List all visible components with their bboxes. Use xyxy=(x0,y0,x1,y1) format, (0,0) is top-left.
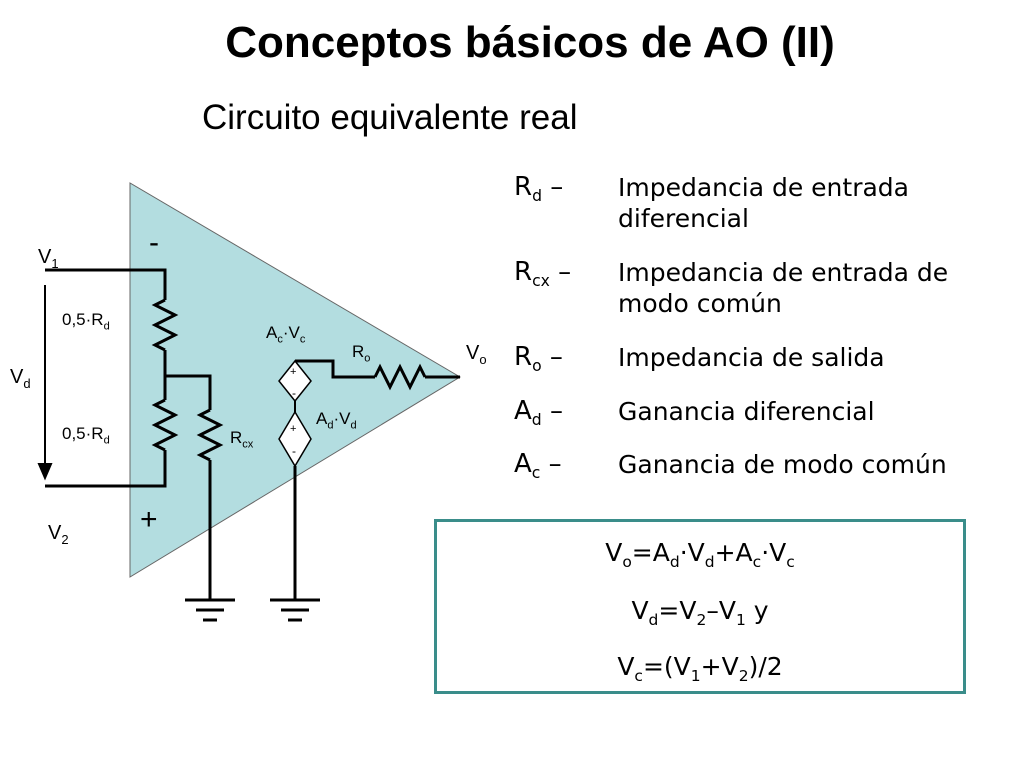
def-text-ac: Ganancia de modo común xyxy=(618,450,947,479)
ground-right xyxy=(270,598,320,622)
source-ad-plus: + xyxy=(290,423,297,435)
label-ad-vd: Ad·Vd xyxy=(316,409,357,432)
def-text-rd: Impedancia de entrada diferencial xyxy=(618,173,909,233)
label-vo: Vo xyxy=(466,342,487,367)
resistor-rd-top xyxy=(151,298,179,352)
def-text-rcx: Impedancia de entrada de modo común xyxy=(618,258,949,318)
def-text-ad: Ganancia diferencial xyxy=(618,397,875,426)
resistor-rcx xyxy=(196,408,224,462)
minus-input-sign: - xyxy=(149,226,159,259)
slide-subtitle: Circuito equivalente real xyxy=(202,98,578,137)
source-ac-plus: + xyxy=(290,366,297,378)
label-ac-vc: Ac·Vc xyxy=(266,323,306,346)
resistor-rd-bottom xyxy=(151,398,179,452)
equation-vd: Vd=V2–V1 y xyxy=(631,596,769,629)
wire-v1 xyxy=(45,268,167,300)
label-vd: Vd xyxy=(10,366,31,391)
label-v2: V2 xyxy=(48,522,69,547)
def-symbol-ac: Ac – xyxy=(514,449,562,483)
label-rcx: Rcx xyxy=(230,428,254,451)
vd-arrow-head xyxy=(37,463,53,481)
plus-input-sign: + xyxy=(140,503,158,536)
equation-vc: Vc=(V1+V2)/2 xyxy=(617,652,783,685)
label-ro: Ro xyxy=(352,342,371,365)
wire-v2 xyxy=(45,450,167,488)
source-ac-minus: - xyxy=(292,386,296,400)
wire-source-output xyxy=(295,359,375,379)
equation-vo: Vo=Ad·Vd+Ac·Vc xyxy=(605,538,795,571)
def-symbol-rcx: Rcx – xyxy=(514,257,572,291)
source-ad-vd xyxy=(278,410,312,468)
slide-title: Conceptos básicos de AO (II) xyxy=(225,18,835,67)
def-text-ro: Impedancia de salida xyxy=(618,343,885,372)
ground-left xyxy=(185,598,235,622)
def-symbol-rd: Rd – xyxy=(514,172,564,206)
source-ad-minus: - xyxy=(292,444,296,458)
wire-mid-node xyxy=(163,350,212,410)
label-v1: V1 xyxy=(38,246,59,271)
def-symbol-ad: Ad – xyxy=(514,396,563,430)
label-rd-bottom: 0,5·Rd xyxy=(62,424,110,447)
label-rd-top: 0,5·Rd xyxy=(62,310,110,333)
equations-box: Vo=Ad·Vd+Ac·Vc Vd=V2–V1 y Vc=(V1+V2)/2 xyxy=(434,519,966,694)
resistor-ro xyxy=(373,363,427,391)
def-symbol-ro: Ro – xyxy=(514,342,563,376)
